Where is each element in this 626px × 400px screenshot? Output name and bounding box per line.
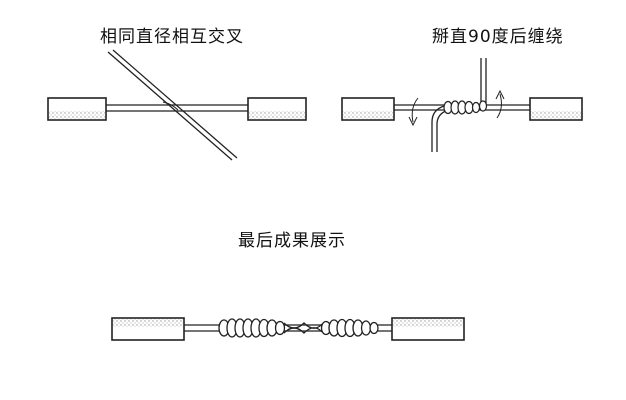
step1-diagonal-wire — [107, 49, 238, 161]
step1-crossing-illustration — [47, 49, 307, 161]
step2-left-cable — [341, 97, 395, 121]
step2-upright-wire — [480, 58, 487, 105]
step2-winding-coil — [443, 100, 488, 115]
step2-winding-illustration — [341, 58, 583, 152]
step1-left-cable — [47, 97, 107, 121]
step2-caption: 掰直90度后缠绕 — [432, 27, 564, 47]
step1-caption: 相同直径相互交叉 — [100, 27, 244, 47]
step2-rotation-arrow-right — [495, 89, 505, 119]
step3-result-illustration — [111, 317, 465, 341]
step2-right-cable — [529, 97, 583, 121]
step3-right-coil — [320, 318, 379, 338]
step2-rotation-arrow-left — [408, 97, 419, 127]
step3-twist — [283, 322, 323, 334]
step3-caption: 最后成果展示 — [238, 231, 346, 251]
step3-right-cable — [391, 317, 465, 341]
step3-left-coil — [218, 318, 286, 338]
step3-left-cable — [111, 317, 185, 341]
step1-right-cable — [247, 97, 307, 121]
